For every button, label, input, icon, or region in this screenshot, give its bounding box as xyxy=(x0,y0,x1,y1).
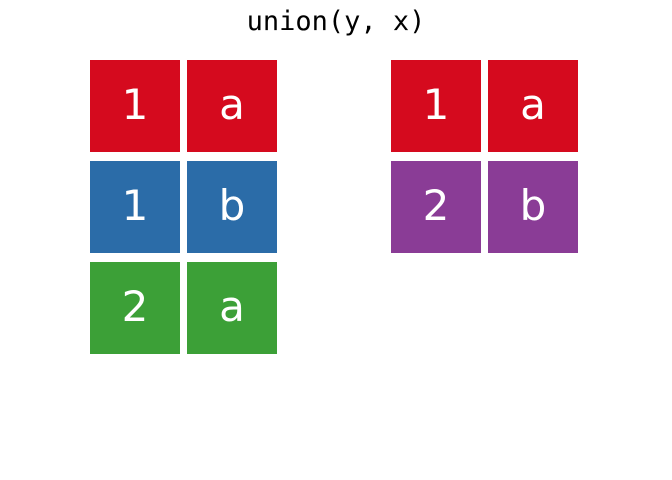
table-cell-value: b xyxy=(218,181,246,230)
table-cell: 2 xyxy=(391,161,481,253)
table-cell: 1 xyxy=(90,161,180,253)
table-cell-value: 2 xyxy=(422,181,450,230)
page-title: union(y, x) xyxy=(246,6,426,37)
table-cell: a xyxy=(488,60,578,152)
table-cell: 1 xyxy=(391,60,481,152)
table-cell-value: 1 xyxy=(121,181,149,230)
table-cell-value: a xyxy=(219,282,245,331)
table-cell-value: a xyxy=(219,80,245,129)
table-cell-value: 2 xyxy=(121,282,149,331)
table-cell: a xyxy=(187,262,277,354)
table-cell: 2 xyxy=(90,262,180,354)
table-cell: 1 xyxy=(90,60,180,152)
table-cell-value: 1 xyxy=(422,80,450,129)
table-cell-value: b xyxy=(519,181,547,230)
table-cell: b xyxy=(187,161,277,253)
table-cell: b xyxy=(488,161,578,253)
table-cell: a xyxy=(187,60,277,152)
table-cell-value: 1 xyxy=(121,80,149,129)
table-cell-value: a xyxy=(520,80,546,129)
